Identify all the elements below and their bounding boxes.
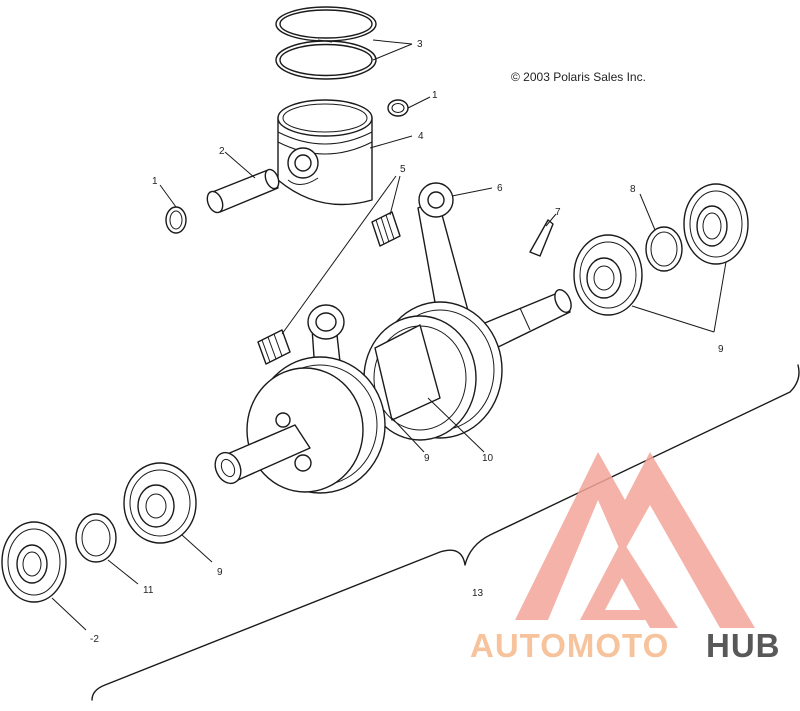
piston xyxy=(277,99,373,206)
callout-2: 2 xyxy=(219,146,225,157)
callout-4: 4 xyxy=(418,131,424,142)
needle-bearing-upper xyxy=(371,211,401,247)
watermark-triangle-inner xyxy=(580,540,678,628)
oil-seal-right xyxy=(683,183,749,265)
automotohub-watermark-logo: AUTOMOTO HUB xyxy=(470,452,781,664)
main-bearing-right xyxy=(573,234,643,316)
callout-9-right: 9 xyxy=(718,344,724,355)
crankshaft-left-shaft xyxy=(214,424,311,485)
circlip-left xyxy=(165,206,187,234)
callout-labels: 1 2 3 4 1 5 6 7 8 9 9 10 9 11 -2 13 xyxy=(90,39,724,645)
watermark-text-automoto: AUTOMOTO xyxy=(470,627,669,664)
shim-ring-left xyxy=(75,513,117,563)
crank-center-journal xyxy=(374,324,441,421)
watermark-text-hub: HUB xyxy=(706,627,781,664)
piston-pin xyxy=(206,168,280,214)
watermark-triangle-outer xyxy=(515,452,755,628)
piston-rings xyxy=(275,6,377,80)
woodruff-key xyxy=(529,219,554,257)
leader-lines xyxy=(51,39,727,631)
callout-9-center: 9 xyxy=(424,453,430,464)
callout-1-top: 1 xyxy=(432,90,438,101)
crankshaft-assembly-bracket xyxy=(91,364,800,701)
callout-1: 1 xyxy=(152,176,158,187)
shim-ring-right xyxy=(645,226,683,272)
callout-8: 8 xyxy=(630,184,636,195)
circlip-top xyxy=(387,99,409,117)
callout-3: 3 xyxy=(417,39,423,50)
callout-5: 5 xyxy=(400,164,406,175)
needle-bearing-lower xyxy=(257,329,291,365)
callout-6: 6 xyxy=(497,183,503,194)
callout-11: 11 xyxy=(143,585,154,596)
copyright-notice: © 2003 Polaris Sales Inc. xyxy=(511,70,646,84)
callout-10: 10 xyxy=(482,453,494,464)
callout-9-bottom: 9 xyxy=(217,567,223,578)
callout-12: -2 xyxy=(90,634,99,645)
callout-13: 13 xyxy=(472,588,484,599)
crank-web-left xyxy=(246,356,386,494)
main-bearing-left xyxy=(123,462,197,544)
oil-seal-left xyxy=(1,521,67,603)
callout-7: 7 xyxy=(555,207,561,218)
crankshaft-right-shaft xyxy=(479,289,572,351)
